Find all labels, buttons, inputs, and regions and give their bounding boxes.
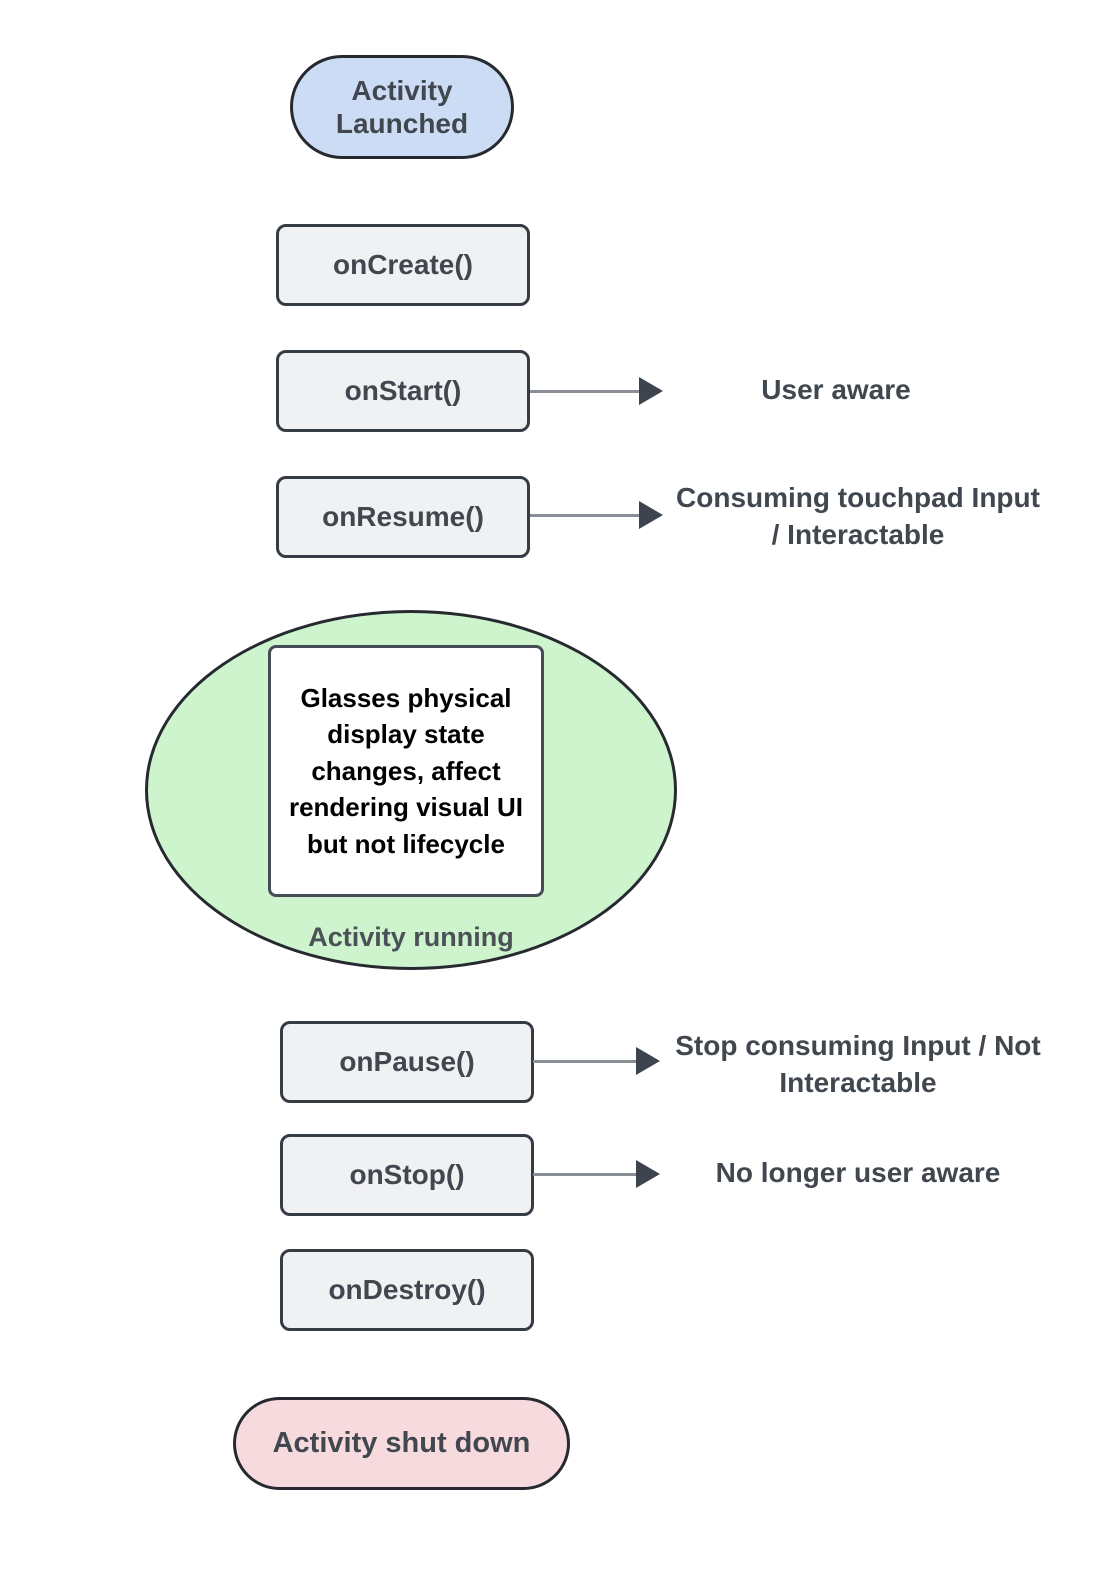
connector-line	[530, 513, 640, 517]
state-activity-shut-down: Activity shut down	[233, 1397, 570, 1490]
annotation-stop-consuming-input: Stop consuming Input / Not Interactable	[675, 1030, 1041, 1098]
connector-onpause-arrow	[533, 1047, 660, 1075]
method-box-oncreate-label: onCreate()	[332, 249, 473, 281]
arrow-head-icon	[636, 1047, 660, 1075]
state-activity-running-label: Activity running	[308, 922, 514, 952]
method-box-onresume: onResume()	[276, 476, 530, 558]
connector-onresume-arrow	[530, 501, 663, 529]
arrow-head-icon	[636, 1160, 660, 1188]
method-box-onstop: onStop()	[280, 1134, 534, 1216]
annotation-consuming-input: Consuming touchpad Input / Interactable	[676, 482, 1040, 550]
method-box-onstart: onStart()	[276, 350, 530, 432]
annotation-user-aware: User aware	[761, 374, 911, 405]
connector-onstart-arrow	[530, 377, 663, 405]
method-box-onstop-label: onStop()	[349, 1159, 465, 1191]
annotation-no-longer-user-aware: No longer user aware	[715, 1157, 1001, 1188]
method-box-oncreate: onCreate()	[276, 224, 530, 306]
method-box-onresume-label: onResume()	[322, 501, 484, 533]
method-box-onstart-label: onStart()	[344, 375, 462, 407]
connector-line	[533, 1172, 637, 1176]
state-activity-shut-down-label: Activity shut down	[272, 1427, 531, 1460]
method-box-onpause: onPause()	[280, 1021, 534, 1103]
note-glasses-display-state-text: Glasses physical display state changes, …	[288, 683, 524, 859]
method-box-ondestroy: onDestroy()	[280, 1249, 534, 1331]
note-glasses-display-state: Glasses physical display state changes, …	[268, 645, 544, 897]
arrow-head-icon	[639, 377, 663, 405]
connector-onstop-arrow	[533, 1160, 660, 1188]
arrow-head-icon	[639, 501, 663, 529]
method-box-ondestroy-label: onDestroy()	[328, 1274, 486, 1306]
connector-line	[533, 1059, 637, 1063]
method-box-onpause-label: onPause()	[339, 1046, 475, 1078]
connector-line	[530, 389, 640, 393]
